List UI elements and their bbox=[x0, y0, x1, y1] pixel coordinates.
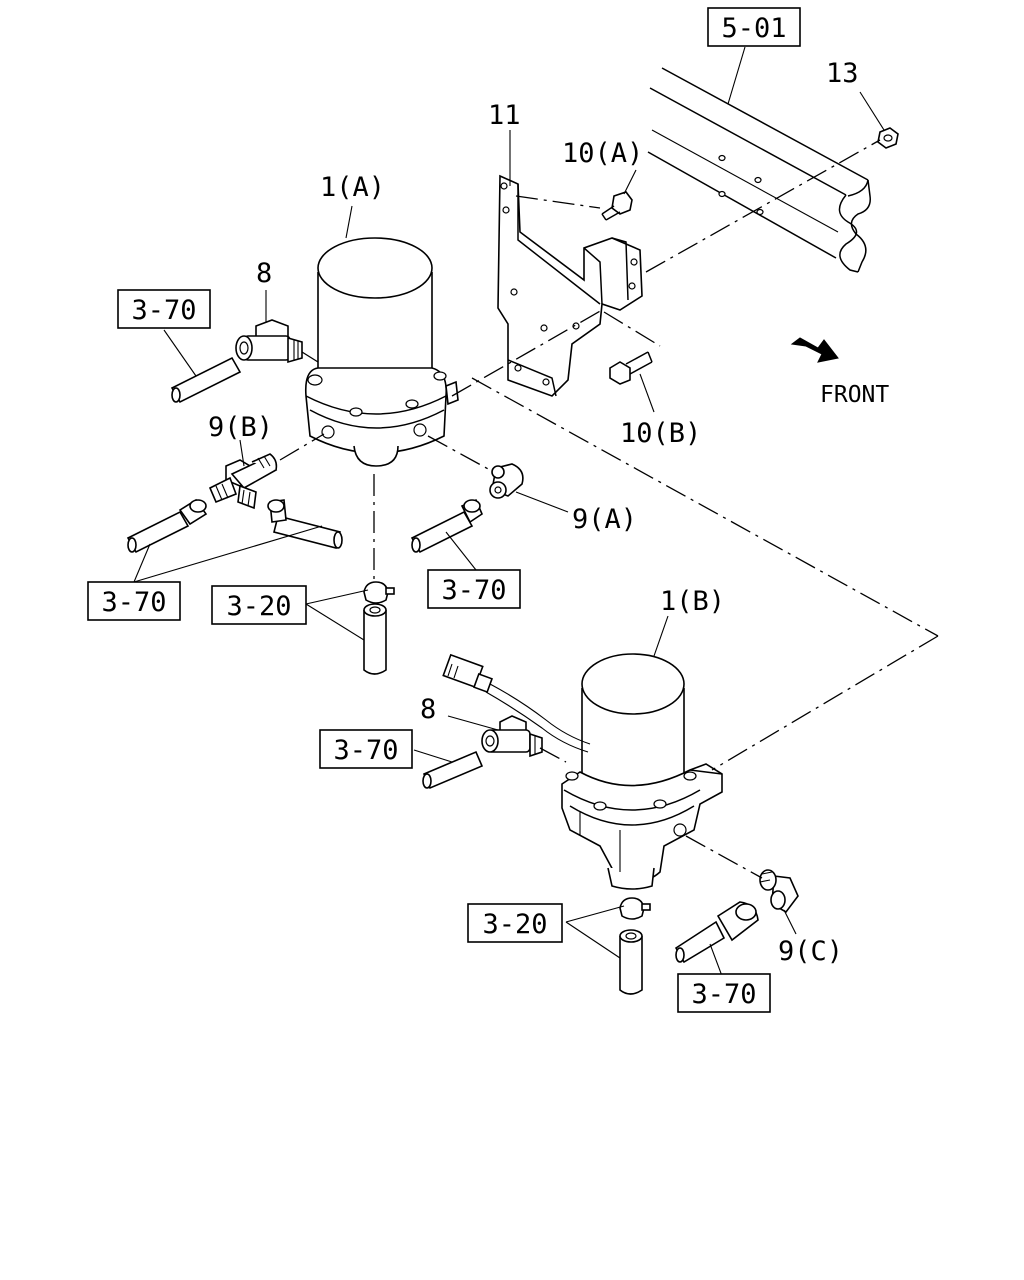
callout-10b: 10(B) bbox=[620, 418, 701, 449]
label-3-70-d[interactable]: 3-70 bbox=[319, 729, 413, 769]
label-3-70-d-text: 3-70 bbox=[333, 735, 398, 766]
callout-11: 11 bbox=[488, 100, 521, 131]
callout-13: 13 bbox=[826, 58, 859, 89]
label-5-01[interactable]: 5-01 bbox=[707, 7, 801, 47]
label-3-20-b-text: 3-20 bbox=[482, 909, 547, 940]
callout-9b: 9(B) bbox=[208, 412, 273, 443]
drain-top bbox=[363, 581, 395, 675]
drain-bottom bbox=[619, 897, 651, 995]
callout-10a: 10(A) bbox=[562, 138, 643, 169]
label-3-70-a[interactable]: 3-70 bbox=[117, 289, 211, 329]
hose-9b-right bbox=[267, 499, 343, 549]
assembly-lines bbox=[279, 139, 939, 879]
label-3-20-b[interactable]: 3-20 bbox=[467, 903, 563, 943]
hose-top-left bbox=[170, 356, 242, 404]
callout-8-top: 8 bbox=[256, 258, 272, 289]
fitting-8-bottom bbox=[481, 715, 543, 758]
front-label: FRONT bbox=[820, 382, 889, 408]
air-dryer-1a bbox=[304, 237, 459, 467]
bracket-11 bbox=[497, 174, 643, 397]
label-3-70-c[interactable]: 3-70 bbox=[427, 569, 521, 609]
front-arrow-icon bbox=[790, 337, 839, 363]
callout-1b: 1(B) bbox=[660, 586, 725, 617]
fitting-9c bbox=[759, 869, 799, 914]
bolt-10b bbox=[609, 351, 653, 385]
label-3-70-b[interactable]: 3-70 bbox=[87, 581, 181, 621]
hose-8-bottom bbox=[422, 750, 484, 790]
callout-9a: 9(A) bbox=[572, 504, 637, 535]
label-3-70-c-text: 3-70 bbox=[441, 575, 506, 606]
label-3-70-b-text: 3-70 bbox=[101, 587, 166, 618]
callout-8-bottom: 8 bbox=[420, 694, 436, 725]
electrical-connector bbox=[442, 653, 591, 753]
leader-lines bbox=[133, 46, 885, 977]
label-3-20-a-text: 3-20 bbox=[226, 591, 291, 622]
callout-9c: 9(C) bbox=[778, 936, 843, 967]
bolt-10a bbox=[601, 191, 633, 221]
label-5-01-text: 5-01 bbox=[721, 13, 786, 44]
frame-rail bbox=[647, 67, 871, 273]
callout-1a: 1(A) bbox=[320, 172, 385, 203]
nut-13 bbox=[877, 127, 899, 149]
label-3-20-a[interactable]: 3-20 bbox=[211, 585, 307, 625]
hose-9b-left bbox=[126, 498, 208, 554]
fitting-9a bbox=[489, 463, 524, 499]
fitting-8-top bbox=[235, 319, 303, 364]
label-3-70-a-text: 3-70 bbox=[131, 295, 196, 326]
air-dryer-1b bbox=[561, 653, 723, 890]
hose-9c bbox=[674, 901, 759, 964]
hose-9a bbox=[410, 498, 483, 554]
fitting-9b bbox=[208, 453, 278, 510]
label-3-70-e-text: 3-70 bbox=[691, 979, 756, 1010]
label-3-70-e[interactable]: 3-70 bbox=[677, 973, 771, 1013]
